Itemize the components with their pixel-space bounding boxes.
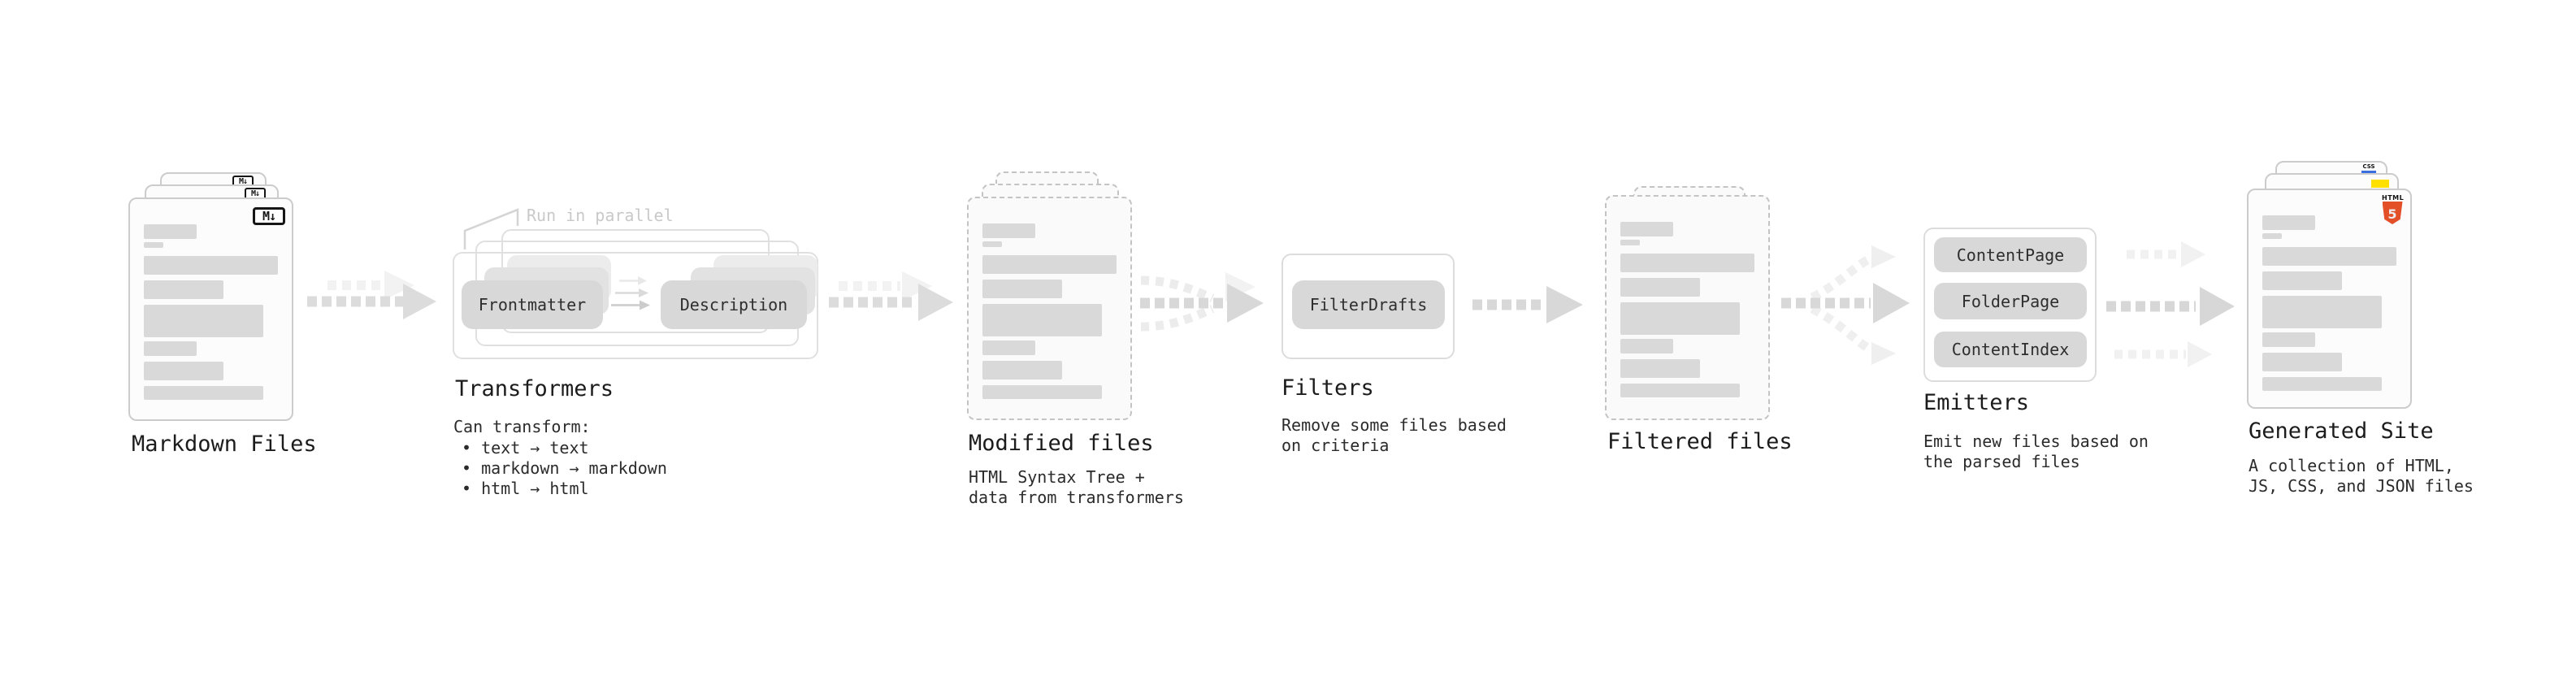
skeleton-text-bar [982,385,1102,399]
arrow-modified-to-filters [1140,272,1264,332]
stage-label-generated-site: Generated Site [2249,419,2434,444]
transformer-group-box-front [453,252,818,359]
run-in-parallel-annotation: Run in parallel [527,206,674,225]
arrow-markdown-to-transformers [307,271,436,319]
js-file-icon [2371,180,2389,188]
html5-shield-icon: HTML 5 [2382,194,2405,224]
html5-logo-number: 5 [2387,206,2397,222]
skeleton-text-bar [1620,359,1700,378]
stage-label-emitters: Emitters [1923,390,2030,415]
skeleton-text-bar [144,386,263,400]
skeleton-text-bar [2262,296,2382,328]
modified-files-description-line: HTML Syntax Tree + [969,467,1145,487]
filters-description-line: on criteria [1281,436,1390,455]
arrow-filtered-to-emitters [1781,245,1910,365]
skeleton-text-bar [144,242,163,248]
arrow-transformers-to-modified [829,271,953,321]
skeleton-text-bar [144,305,263,337]
skeleton-text-bar [982,223,1035,238]
arrow-emitters-to-generated [2106,241,2235,367]
skeleton-text-bar [144,341,197,356]
stage-label-filtered-files: Filtered files [1607,429,1793,454]
generated-site-description-line: JS, CSS, and JSON files [2249,476,2474,496]
markdown-icon: M↓ [253,207,285,225]
markdown-file-card-front: M↓ [128,197,293,421]
css-file-icon: CSS [2361,164,2377,174]
skeleton-text-bar [144,362,223,380]
skeleton-text-bar [144,280,223,299]
skeleton-text-bar [1620,302,1740,335]
skeleton-text-bar [2262,233,2282,239]
skeleton-text-bar [982,241,1002,247]
skeleton-text-bar [1620,339,1673,354]
css-badge-underline [2361,171,2376,174]
skeleton-text-bar [144,256,278,275]
skeleton-text-bar [982,255,1117,274]
file-content-skeleton [130,199,295,423]
skeleton-text-bar [1620,384,1740,397]
modified-file-card-front [967,197,1132,420]
skeleton-text-bar [2262,271,2342,290]
transformer-pill-frontmatter: Frontmatter [462,280,603,329]
transformers-description-title: Can transform: [453,417,591,436]
filters-description-line: Remove some files based [1281,415,1507,435]
skeleton-text-bar [1620,278,1700,297]
arrow-filters-to-filtered [1472,286,1583,323]
generated-file-card-front: HTML 5 [2247,189,2412,409]
skeleton-text-bar [982,361,1062,380]
stage-label-modified-files: Modified files [969,431,1154,456]
skeleton-text-bar [144,224,197,239]
skeleton-text-bar [982,280,1062,298]
stage-label-filters: Filters [1281,375,1374,401]
transformers-bullet: html → html [462,479,588,499]
file-content-skeleton [969,198,1134,422]
skeleton-text-bar [2262,332,2315,347]
transformers-bullet: markdown → markdown [462,458,667,479]
transformer-pill-description: Description [661,280,807,329]
file-content-skeleton [2249,190,2413,410]
skeleton-text-bar [2262,215,2315,230]
transformers-bullet: text → text [462,438,588,458]
modified-files-description-line: data from transformers [969,488,1184,507]
emitters-description-line: Emit new files based on [1923,432,2149,451]
html5-logo-shield: 5 [2382,202,2403,224]
emitter-pill-contentindex: ContentIndex [1934,332,2087,367]
skeleton-text-bar [1620,240,1640,245]
filtered-file-card-front [1605,195,1770,420]
emitter-pill-folderpage: FolderPage [1934,283,2087,319]
emitter-pill-contentpage: ContentPage [1934,237,2087,272]
file-content-skeleton [1607,197,1772,422]
emitters-description-line: the parsed files [1923,452,2080,471]
stage-label-transformers: Transformers [455,376,614,401]
skeleton-text-bar [1620,254,1754,272]
html5-logo-word: HTML [2382,194,2405,202]
filter-pill-filterdrafts: FilterDrafts [1292,280,1445,329]
skeleton-text-bar [982,340,1035,355]
skeleton-text-bar [2262,377,2382,391]
stage-label-markdown-files: Markdown Files [132,432,317,457]
css-badge-text: CSS [2362,163,2375,170]
skeleton-text-bar [2262,247,2396,266]
skeleton-text-bar [2262,353,2342,371]
skeleton-text-bar [982,304,1102,336]
skeleton-text-bar [1620,222,1673,236]
generated-site-description-line: A collection of HTML, [2249,456,2454,475]
